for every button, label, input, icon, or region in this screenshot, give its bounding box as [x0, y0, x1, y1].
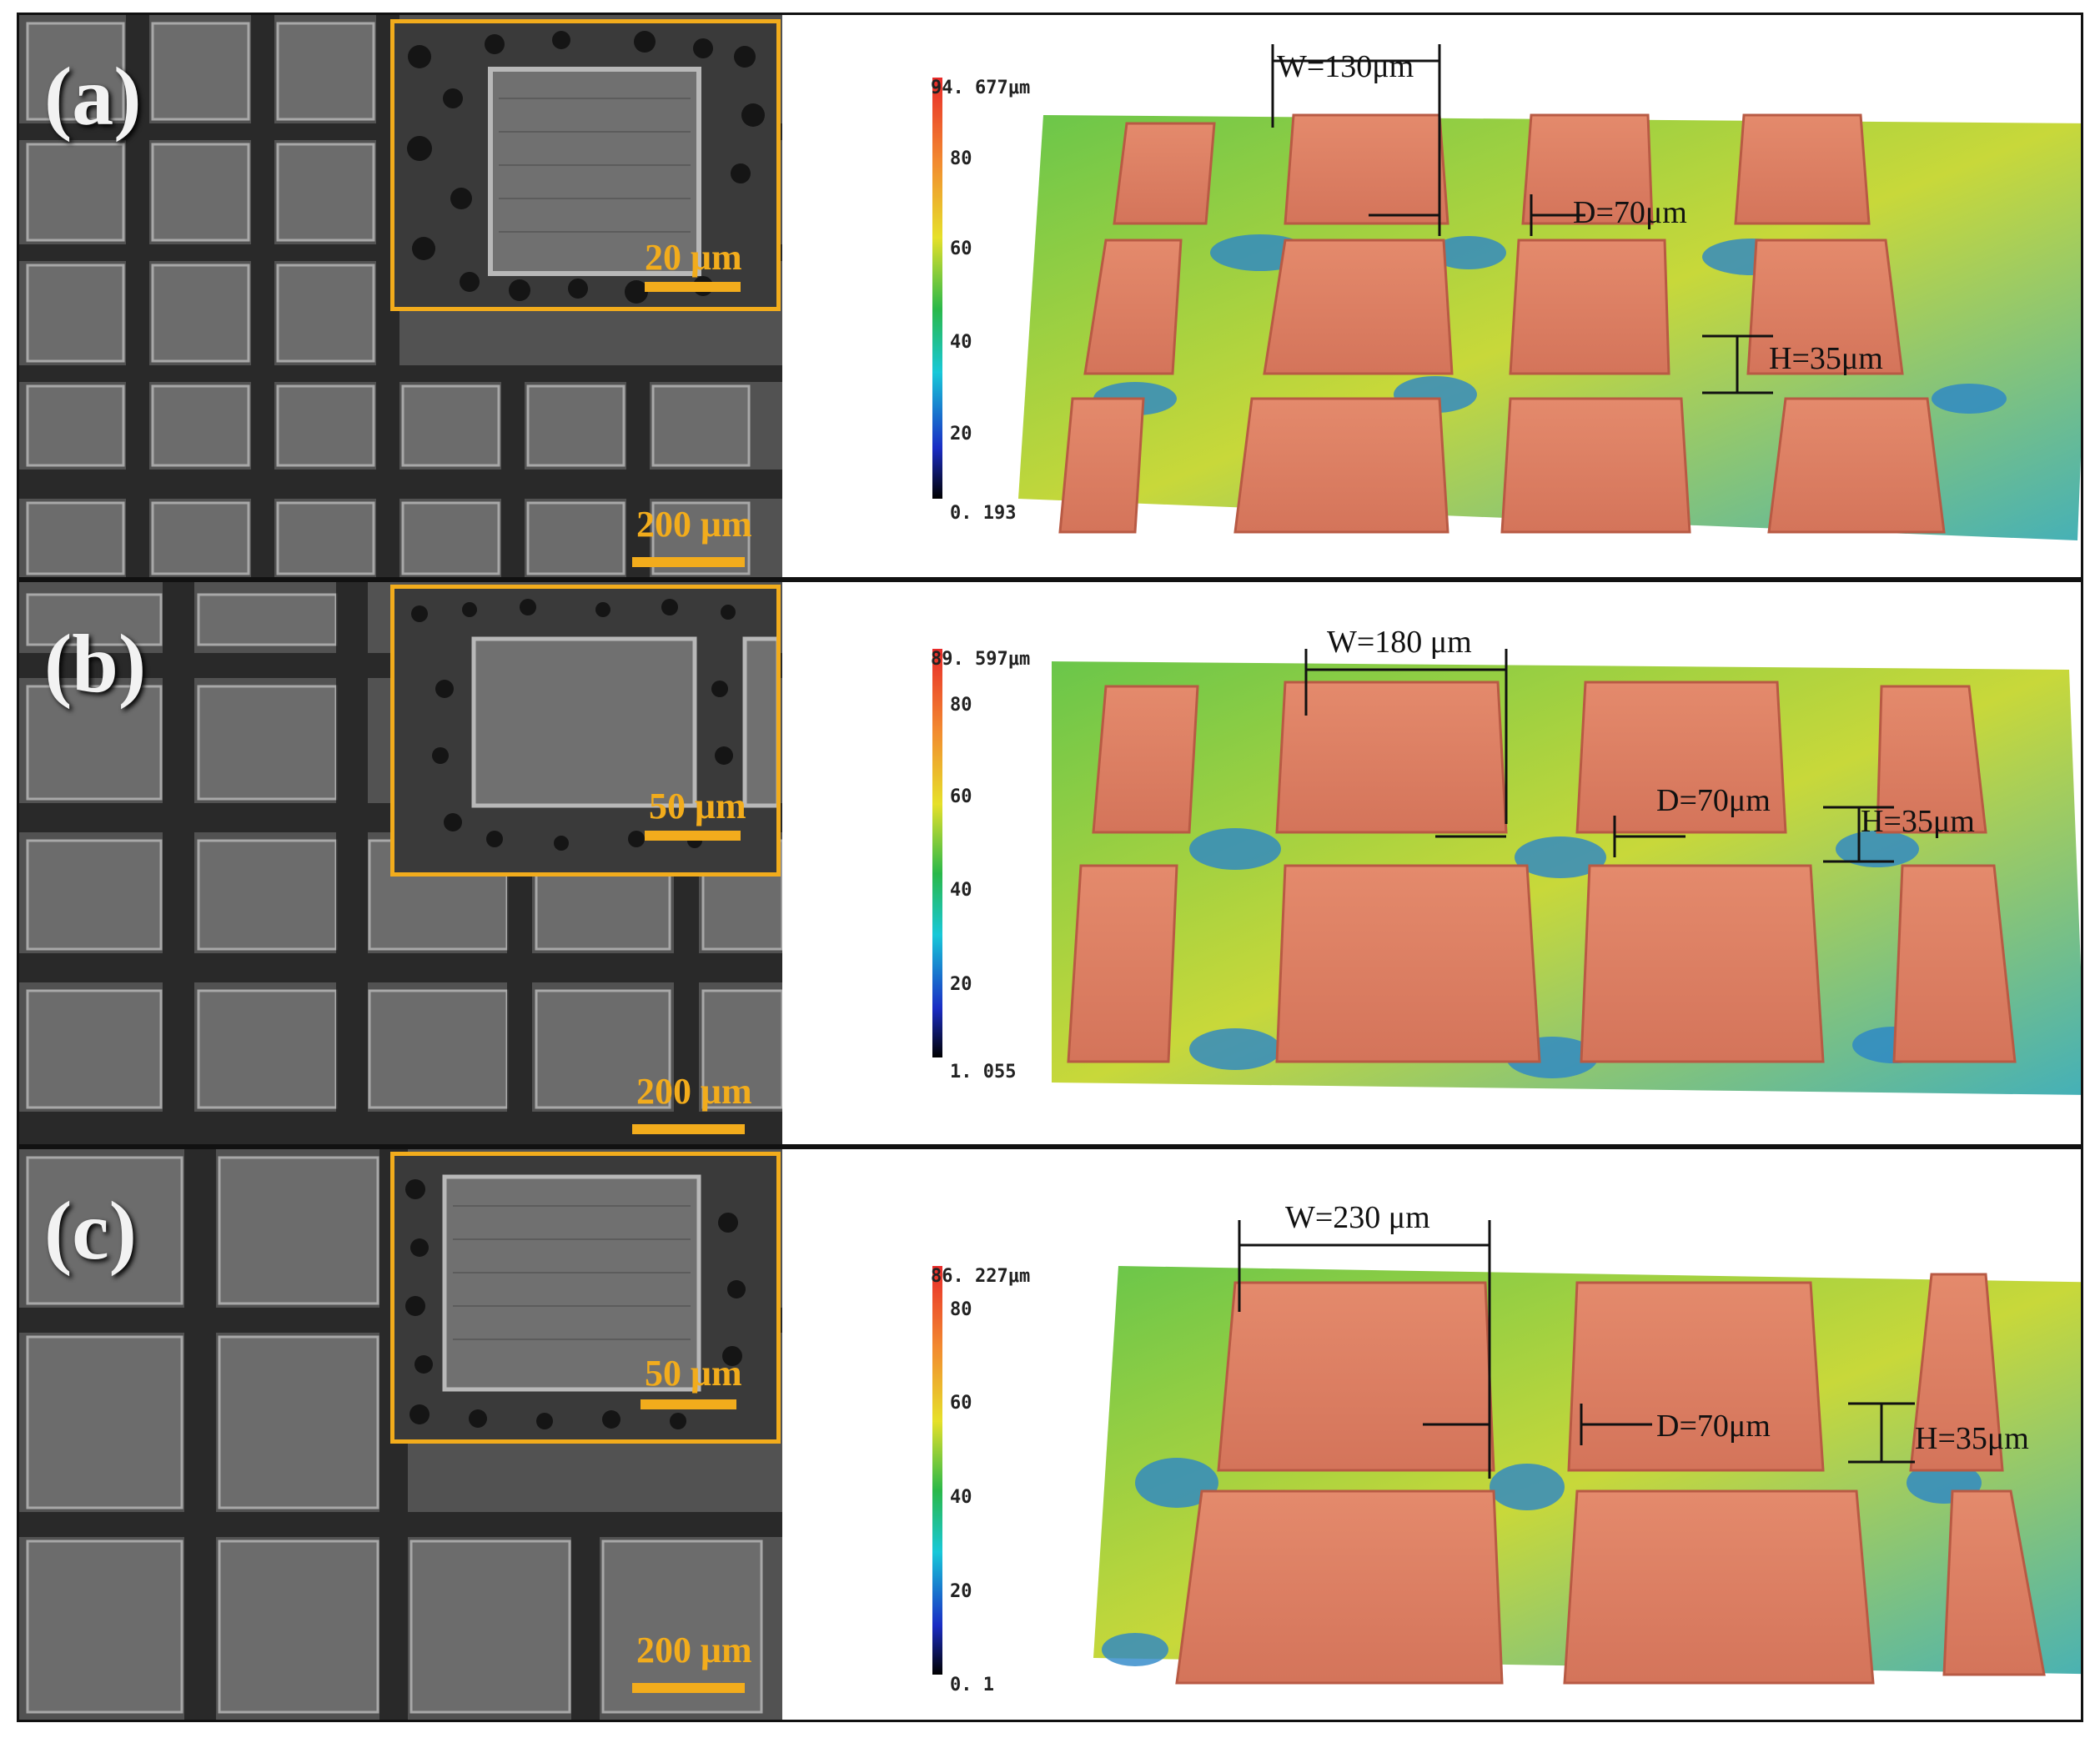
- panel-label-c: (c): [44, 1184, 137, 1277]
- inset-image-c: [394, 1156, 776, 1439]
- sem-image-b: (b) 50 μm 200 μm: [19, 582, 782, 1144]
- colorbar-min-c: 0. 1: [950, 1675, 994, 1695]
- colorbar-tick-40-a: 40: [950, 332, 972, 353]
- inset-frame-c: 50 μm: [390, 1152, 781, 1444]
- annotation-spacing-c: D=70μm: [1656, 1409, 1771, 1444]
- topography-render-b: [932, 649, 2081, 1095]
- colorbar-tick-40-b: 40: [950, 880, 972, 901]
- colorbar-tick-60-b: 60: [950, 786, 972, 807]
- inset-scale-label-c: 50 μm: [645, 1353, 742, 1394]
- inset-image-b: [394, 589, 776, 872]
- colorbar-max-a: 94. 677μm: [931, 78, 1031, 98]
- annotation-height-a: H=35μm: [1769, 341, 1883, 376]
- panel-c: (c) 50 μm 200: [17, 1147, 2083, 1722]
- annotation-width-b: W=180 μm: [1327, 625, 1472, 660]
- colorbar-max-c: 86. 227μm: [931, 1266, 1031, 1287]
- inset-image-a: [394, 23, 776, 307]
- main-scale-label-c: 200 μm: [636, 1630, 752, 1670]
- colorbar-tick-20-c: 20: [950, 1581, 972, 1602]
- colorbar-tick-80-b: 80: [950, 695, 972, 716]
- sem-image-c: (c) 50 μm 200: [19, 1149, 782, 1720]
- colorbar-tick-40-c: 40: [950, 1487, 972, 1508]
- colorbar-min-a: 0. 193: [950, 503, 1017, 524]
- topography-c: 86. 227μm 80 60 40 20 0. 1 W=230 μm D=70…: [785, 1149, 2081, 1720]
- panel-label-b: (b): [44, 617, 147, 710]
- topography-b: 89. 597μm 80 60 40 20 1. 055 W=180 μm D=…: [785, 582, 2081, 1144]
- inset-frame-b: 50 μm: [390, 585, 781, 877]
- topography-render-c: [932, 1220, 2081, 1685]
- inset-scale-label-b: 50 μm: [649, 786, 746, 826]
- inset-scale-label-a: 20 μm: [645, 237, 742, 278]
- annotation-spacing-a: D=70μm: [1573, 195, 1687, 230]
- colorbar-tick-60-c: 60: [950, 1393, 972, 1414]
- main-scale-bar-c: [632, 1683, 745, 1693]
- main-scale-bar-a: [632, 557, 745, 567]
- main-scale-bar-b: [632, 1124, 745, 1134]
- sem-image-a: (a) 20 μm: [19, 15, 782, 577]
- panel-label-a: (a): [44, 50, 142, 143]
- inset-scale-bar-a: [645, 282, 741, 292]
- panel-a: (a) 20 μm: [17, 13, 2083, 580]
- main-scale-label-b: 200 μm: [636, 1071, 752, 1112]
- panel-b: (b) 50 μm 200 μm: [17, 580, 2083, 1147]
- colorbar-tick-20-b: 20: [950, 974, 972, 995]
- annotation-width-a: W=130μm: [1277, 49, 1414, 84]
- colorbar-tick-20-a: 20: [950, 424, 972, 445]
- colorbar-c: [932, 1266, 942, 1675]
- annotation-spacing-b: D=70μm: [1656, 783, 1771, 818]
- colorbar-max-b: 89. 597μm: [931, 649, 1031, 670]
- colorbar-tick-80-c: 80: [950, 1299, 972, 1320]
- annotation-width-c: W=230 μm: [1285, 1200, 1430, 1235]
- main-scale-label-a: 200 μm: [636, 504, 752, 545]
- colorbar-tick-80-a: 80: [950, 148, 972, 169]
- inset-scale-bar-c: [641, 1399, 736, 1409]
- colorbar-a: [932, 78, 942, 499]
- inset-frame-a: 20 μm: [390, 19, 781, 311]
- topography-render-a: [932, 44, 2081, 540]
- colorbar-tick-60-a: 60: [950, 239, 972, 259]
- annotation-height-b: H=35μm: [1861, 804, 1975, 839]
- colorbar-b: [932, 649, 942, 1057]
- topography-a: 94. 677μm 80 60 40 20 0. 193 W=130μm D=7…: [785, 15, 2081, 577]
- inset-scale-bar-b: [645, 831, 741, 841]
- annotation-height-c: H=35μm: [1915, 1421, 2029, 1456]
- colorbar-min-b: 1. 055: [950, 1062, 1017, 1082]
